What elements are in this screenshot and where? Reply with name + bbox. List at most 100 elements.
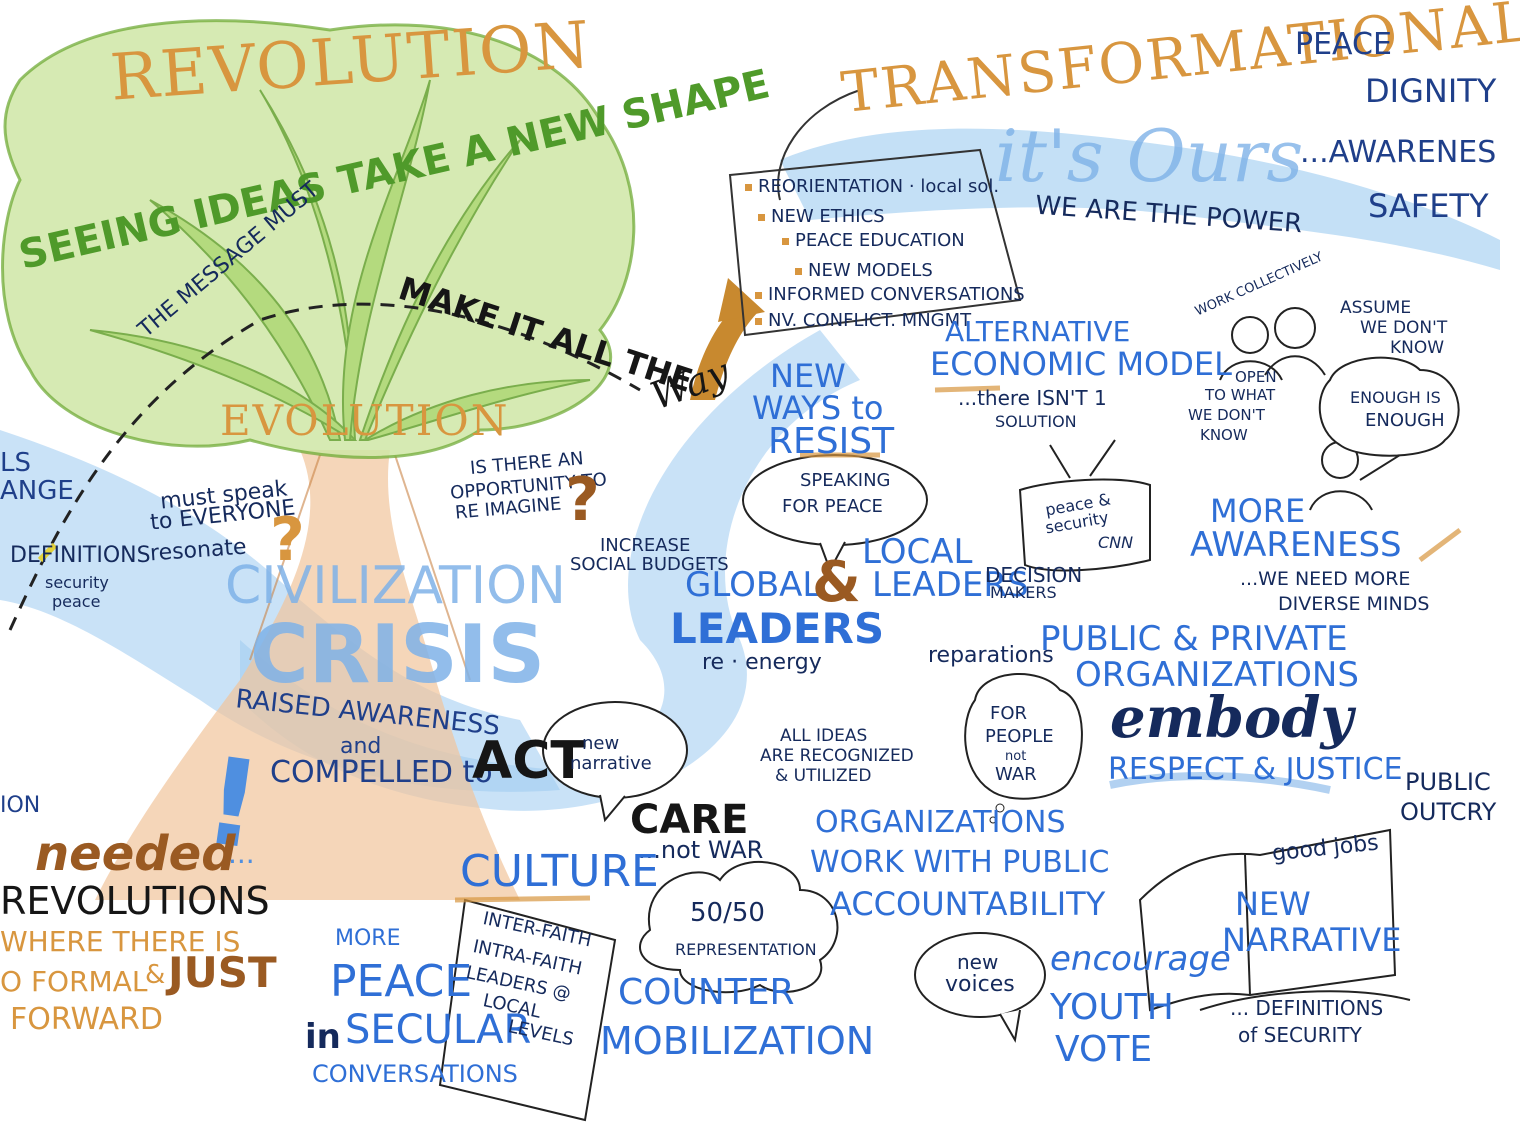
faith-card: [438, 898, 617, 1122]
representation-text: REPRESENTATION: [675, 940, 817, 959]
open-line-3: WE DON'T: [1188, 406, 1265, 424]
narrative-bubble-line-2: narrative: [570, 753, 652, 774]
speaking-line-2: FOR PEACE: [782, 496, 883, 517]
increase-line-2: SOCIAL BUDGETS: [570, 554, 729, 575]
new-narrative-line-1: NEW: [1235, 885, 1311, 923]
re-energy-text: re · energy: [702, 650, 822, 675]
new-ways-line-1: NEW: [770, 357, 846, 395]
and-text: and: [340, 734, 382, 759]
alternative-line-1: ALTERNATIVE: [945, 315, 1131, 348]
new-ways-line-3: RESIST: [768, 421, 895, 462]
care-text: CARE: [630, 797, 749, 843]
outcry-line-1: PUBLIC: [1405, 768, 1491, 796]
question-mark-middle: ?: [565, 465, 600, 535]
enough-line-1: ENOUGH IS: [1350, 388, 1441, 407]
leaders-ampersand: &: [812, 550, 861, 615]
list-item-2: PEACE EDUCATION: [782, 232, 965, 250]
list-item-label: NEW ETHICS: [771, 206, 885, 227]
definitions-security-line-1: ... DEFINITIONS: [1230, 996, 1384, 1020]
definitions: DEFINITIONS: [10, 543, 151, 568]
tree-trunk: [95, 450, 520, 900]
definitions-security-line-2: of SECURITY: [1238, 1023, 1362, 1047]
civilization-title: CIVILIZATION: [225, 556, 566, 616]
peace-word: PEACE: [1295, 27, 1392, 62]
list-item-5: NV. CONFLICT. MNGMT: [755, 312, 971, 330]
compelled-text: COMPELLED to: [270, 755, 493, 790]
reparations-text: reparations: [928, 643, 1054, 668]
public-private-line-2: ORGANIZATIONS: [1075, 655, 1359, 695]
arrow-up: [690, 300, 760, 400]
for-people-line-2: PEOPLE: [985, 726, 1054, 747]
new-narrative-line-2: NARRATIVE: [1222, 921, 1402, 959]
narrative-bubble-line-1: new: [582, 733, 620, 754]
more-awareness-line-1: MORE: [1210, 492, 1306, 530]
open-line-2: TO WHAT: [1205, 386, 1276, 404]
formal-text: O FORMAL: [0, 965, 148, 998]
diverse-line-2: DIVERSE MINDS: [1278, 593, 1430, 615]
culture-text: CULTURE: [460, 846, 659, 897]
list-item-label: NV. CONFLICT. MNGMT: [768, 310, 972, 331]
peace-small: peace: [52, 592, 101, 611]
local-leaders-text: LEADERS: [872, 565, 1029, 605]
decision-line-2: MAKERS: [990, 583, 1057, 602]
crisis-title: CRISIS: [250, 608, 546, 701]
its-ours-text: it's Ours: [995, 114, 1304, 198]
blue-wash-top: [780, 128, 1500, 270]
list-item-0: REORIENTATION · local sol.: [745, 178, 999, 196]
decision-line-1: DECISION: [985, 563, 1083, 587]
youth-text: YOUTH: [1050, 987, 1174, 1028]
open-line-1: OPEN: [1235, 368, 1277, 386]
more-peace-line-1: MORE: [335, 926, 401, 951]
voices-line-2: voices: [945, 972, 1015, 997]
list-item-1: NEW ETHICS: [758, 208, 885, 226]
act-text: ACT: [472, 731, 586, 791]
org-line-2: WORK WITH PUBLIC: [810, 845, 1110, 880]
encourage-text: encourage: [1050, 939, 1231, 979]
just-text: JUST: [168, 948, 277, 997]
ideas-line-1: ALL IDEAS: [780, 726, 868, 746]
dignity-word: DIGNITY: [1365, 72, 1497, 110]
for-people-line-3: not: [1005, 749, 1027, 764]
bullet-icon: [755, 317, 762, 325]
embody-text: embody: [1110, 685, 1354, 751]
list-item-3: NEW MODELS: [795, 262, 933, 280]
respect-justice-text: RESPECT & JUSTICE: [1108, 752, 1403, 787]
bullet-icon: [758, 213, 765, 221]
list-item-label: NEW MODELS: [808, 260, 933, 281]
blue-wash-center: [240, 330, 860, 811]
conversations-text: CONVERSATIONS: [312, 1060, 518, 1088]
bullet-icon: [795, 267, 802, 275]
open-line-4: KNOW: [1200, 426, 1248, 444]
safety-word: SAFETY: [1368, 187, 1489, 225]
list-item-label: INFORMED CONVERSATIONS: [768, 284, 1025, 305]
amp-text: &: [145, 960, 166, 990]
cut-text-ls: LS: [0, 448, 31, 478]
book-illustration: [1138, 828, 1397, 1012]
tv-brand: CNN: [1098, 533, 1134, 552]
cut-text-ion: ION: [0, 793, 41, 818]
for-people-line-1: FOR: [990, 703, 1028, 724]
for-people-line-4: WAR: [995, 764, 1037, 785]
vote-text: VOTE: [1055, 1029, 1153, 1070]
awareness-word: ...AWARENES: [1300, 135, 1497, 170]
needed-text: needed: [35, 826, 236, 882]
org-line-3: ACCOUNTABILITY: [830, 885, 1106, 923]
assume-line-3: KNOW: [1390, 338, 1445, 358]
mobilization-text: MOBILIZATION: [600, 1019, 875, 1063]
question-mark-left: ?: [270, 505, 305, 575]
security-small: security: [45, 573, 109, 592]
public-private-line-1: PUBLIC & PRIVATE: [1040, 619, 1348, 659]
cut-text-ange: ANGE: [0, 476, 74, 506]
list-item-label: REORIENTATION · local sol.: [758, 176, 1000, 197]
counter-text: COUNTER: [618, 972, 795, 1013]
diverse-line-1: ...WE NEED MORE: [1240, 568, 1411, 590]
assume-line-1: ASSUME: [1340, 298, 1412, 318]
thought-cloud-people: [964, 673, 1083, 800]
speech-bubble-voices: [914, 932, 1046, 1018]
global-text: GLOBAL: [685, 565, 822, 605]
bullet-icon: [755, 291, 762, 299]
list-item-label: PEACE EDUCATION: [795, 230, 965, 251]
bullet-icon: [782, 237, 789, 245]
voices-line-1: new: [957, 950, 999, 974]
more-awareness-line-2: AWARENESS: [1190, 525, 1402, 565]
